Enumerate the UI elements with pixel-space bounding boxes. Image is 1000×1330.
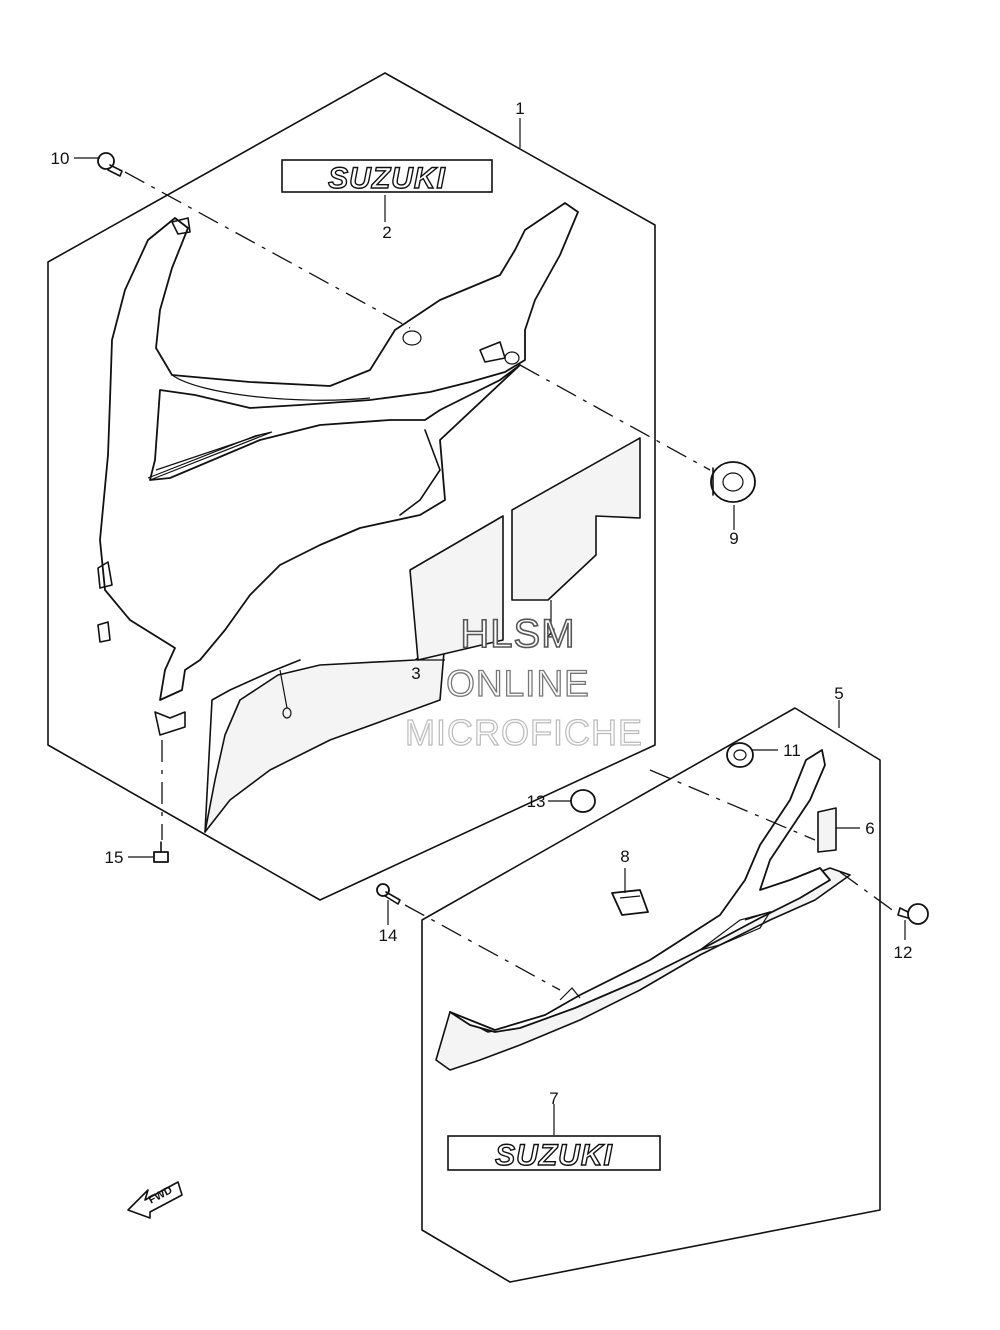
emblem-lower: SUZUKI <box>447 1135 661 1173</box>
under-cowling-part-3 <box>99 202 579 833</box>
callout-12: 12 <box>894 943 913 962</box>
emblem-upper-text: SUZUKI <box>328 162 446 195</box>
screw-part-10 <box>97 152 123 177</box>
emblem-upper: SUZUKI <box>281 159 493 196</box>
watermark-line-2: ONLINE <box>446 663 590 704</box>
fwd-label: FWD <box>147 1184 175 1206</box>
lower-cowling-part-5 <box>435 749 851 1071</box>
cowling-mount-brackets <box>97 217 520 736</box>
side-panel-part-4 <box>409 437 641 661</box>
callout-5: 5 <box>834 684 843 703</box>
leader-lines <box>74 118 906 1135</box>
fastener-part-15 <box>153 841 169 863</box>
forward-direction-arrow: FWD <box>127 1181 183 1219</box>
callout-13: 13 <box>527 792 546 811</box>
clip-part-8 <box>611 889 649 916</box>
cap-part-13 <box>570 789 596 813</box>
watermark: HLSM ONLINE MICROFICHE <box>404 611 643 753</box>
assembly-box-5 <box>421 707 881 1283</box>
callout-1: 1 <box>515 99 524 118</box>
callout-3: 3 <box>411 664 420 683</box>
callout-11: 11 <box>783 741 801 760</box>
callout-9: 9 <box>729 529 738 548</box>
assembly-box-1 <box>47 72 656 901</box>
screw-part-14 <box>376 883 401 905</box>
emblem-lower-text: SUZUKI <box>495 1139 613 1172</box>
callout-2: 2 <box>382 223 391 242</box>
callout-7: 7 <box>549 1089 558 1108</box>
callout-14: 14 <box>379 926 398 945</box>
bolt-part-12 <box>897 903 929 925</box>
callout-labels: 1 2 3 4 5 6 7 8 9 10 11 12 13 14 15 <box>51 99 913 1108</box>
callout-10: 10 <box>51 149 70 168</box>
watermark-line-1: HLSM <box>460 612 575 656</box>
pad-part-6 <box>817 807 837 853</box>
callout-4: 4 <box>547 625 556 644</box>
watermark-line-3: MICROFICHE <box>405 712 643 753</box>
callout-15: 15 <box>105 848 124 867</box>
assembly-dash-lines <box>124 171 896 991</box>
grommet-part-11 <box>726 742 754 768</box>
callout-8: 8 <box>620 847 629 866</box>
grommet-part-9 <box>710 461 756 503</box>
callout-6: 6 <box>865 819 874 838</box>
